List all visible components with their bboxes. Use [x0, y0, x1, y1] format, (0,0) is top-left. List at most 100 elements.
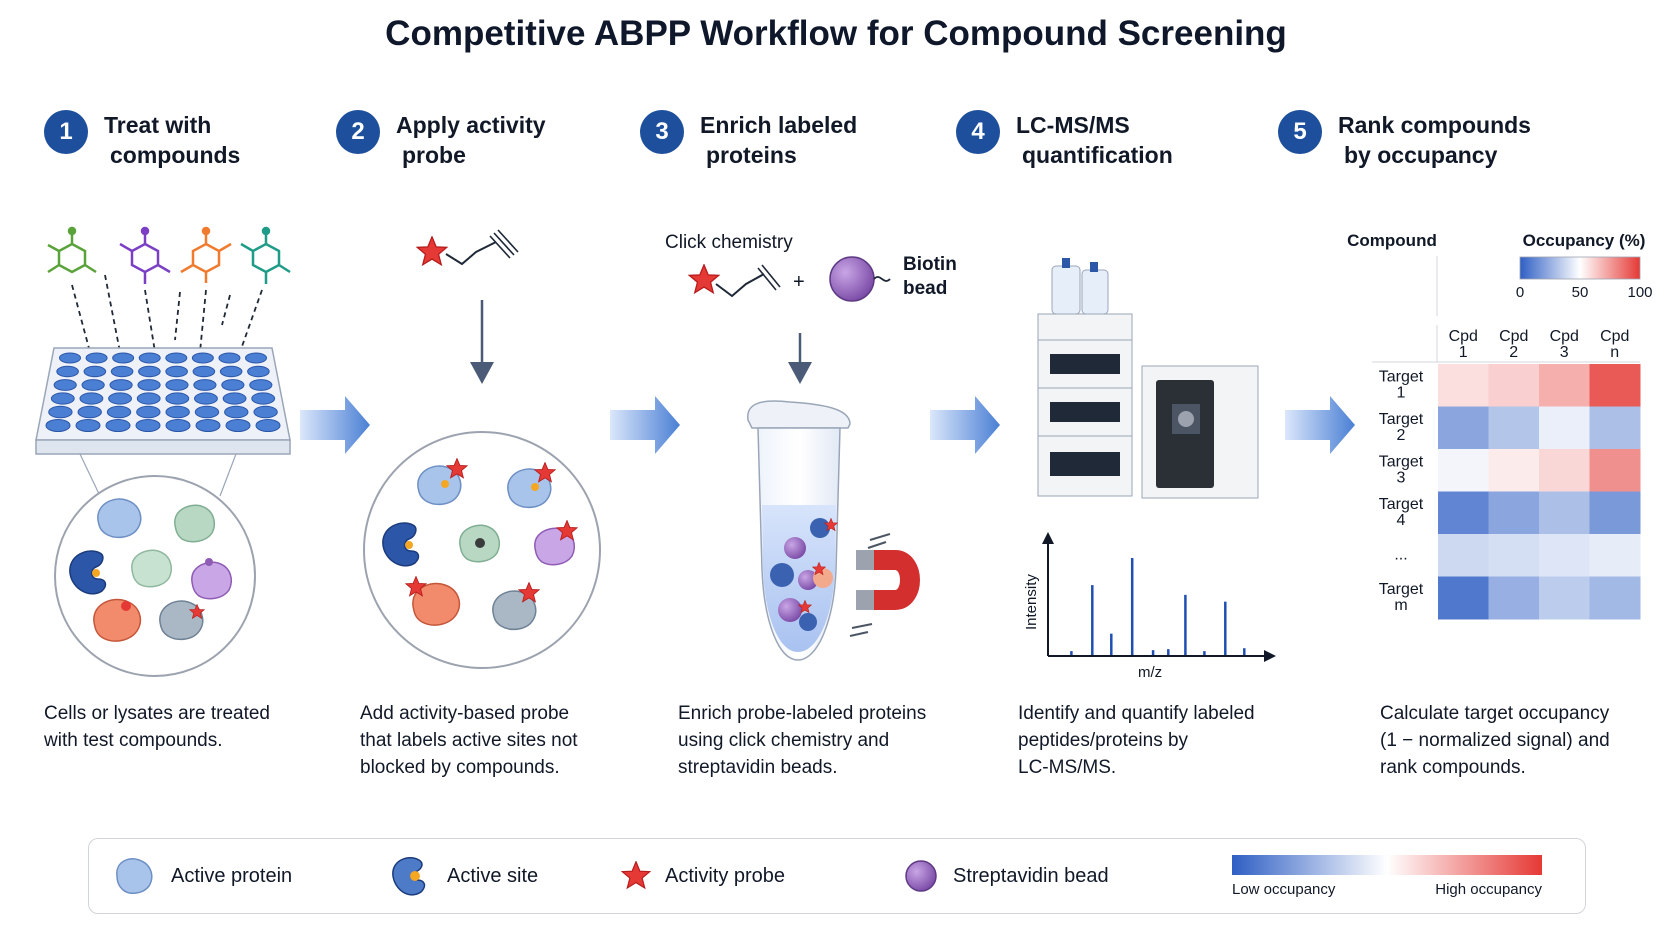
heatmap-cell: [1438, 449, 1489, 492]
heatmap-cell: [1438, 406, 1489, 450]
legend-gradient-bar: [1232, 855, 1542, 875]
legend-occupancy-scale: Low occupancy High occupancy: [1232, 855, 1542, 898]
well: [253, 405, 278, 419]
well: [222, 392, 247, 405]
step-3-badge: 3: [640, 110, 684, 154]
well: [218, 352, 241, 364]
compound-green-icon: [47, 226, 97, 274]
heatmap-cell: [1539, 534, 1590, 577]
scale-tick-0: 0: [1516, 284, 1524, 301]
heatmap-cell: [1589, 576, 1641, 620]
plus-sign: +: [793, 271, 805, 293]
streptavidin-bead-icon: [905, 860, 937, 892]
heatmap-cell: [1488, 534, 1540, 577]
compound-purple-icon: [119, 226, 171, 284]
heatmap-cell: [1488, 449, 1540, 492]
well: [105, 419, 131, 432]
well: [224, 405, 249, 419]
well: [191, 352, 214, 364]
well: [112, 352, 135, 364]
activity-probe-star-icon: [621, 861, 651, 890]
bead-label: bead: [903, 278, 947, 299]
heatmap-row-label: 4: [1397, 512, 1406, 529]
flow-arrow-3: [930, 396, 1000, 454]
spectrum-ylabel: Intensity: [1023, 574, 1040, 630]
heatmap-row-label: 1: [1397, 384, 1406, 401]
well: [53, 379, 77, 391]
well: [165, 352, 188, 364]
well: [165, 365, 188, 378]
click-chemistry-label: Click chemistry: [665, 232, 793, 253]
active-protein-icon: [174, 504, 215, 543]
well: [165, 392, 190, 405]
heatmap-cell: [1539, 491, 1590, 535]
mass-spectrum: Intensity m/z: [1023, 532, 1276, 681]
spectrum-xlabel: m/z: [1138, 664, 1162, 681]
well: [77, 405, 102, 419]
scale-tick-100: 100: [1627, 284, 1652, 301]
legend-label-streptavidin-bead: Streptavidin bead: [953, 864, 1109, 887]
legend-item-streptavidin-bead: Streptavidin bead: [903, 839, 1109, 913]
occupancy-heatmap: Compound Occupancy (%) 0 50 100 Cpd1Cpd2…: [1347, 231, 1653, 620]
biotin-label: Biotin: [903, 254, 957, 275]
heatmap-cell: [1539, 449, 1590, 492]
occupancy-scale-bar: [1519, 256, 1641, 280]
well: [106, 405, 132, 419]
well: [255, 419, 281, 432]
flow-arrow-2: [610, 396, 680, 454]
heatmap-cell: [1438, 576, 1489, 620]
legend-item-active-protein: Active protein: [113, 839, 292, 913]
activity-probe-icon: [416, 229, 519, 266]
well: [75, 419, 101, 432]
well: [138, 365, 161, 378]
step-5-description: Calculate target occupancy(1 − normalize…: [1380, 703, 1610, 778]
well: [194, 405, 220, 419]
flow-arrow-1: [300, 396, 370, 454]
well: [194, 392, 218, 405]
heatmap-col-label: Cpd: [1550, 328, 1579, 345]
legend-label-active-site: Active site: [447, 864, 539, 887]
heatmap-cell: [1488, 364, 1540, 407]
well: [249, 379, 273, 391]
heatmap-row-label: 3: [1397, 469, 1406, 486]
heatmap-cell: [1438, 534, 1489, 577]
well: [221, 379, 245, 391]
legend-item-activity-probe: Activity probe: [621, 839, 785, 913]
heatmap-cell: [1438, 491, 1489, 535]
well: [192, 365, 216, 378]
compound-structures: [47, 226, 291, 353]
active-protein-icon: [191, 558, 232, 600]
heatmap-cell: [1539, 406, 1590, 450]
well: [193, 379, 217, 391]
well: [110, 365, 134, 378]
well: [136, 405, 161, 419]
heatmap-cell: [1589, 406, 1641, 450]
legend-low-label: Low occupancy: [1232, 881, 1336, 898]
heatmap-row-label: m: [1394, 597, 1407, 614]
well: [219, 365, 243, 378]
well: [247, 365, 270, 378]
biotin-bead-icon: [829, 256, 891, 302]
well: [165, 379, 189, 391]
heatmap-cell: [1488, 491, 1540, 535]
well: [59, 352, 81, 364]
well: [138, 352, 161, 364]
heatmap-cell: [1488, 576, 1540, 620]
legend-label-active-protein: Active protein: [171, 864, 293, 887]
well: [225, 419, 251, 432]
well: [245, 352, 267, 364]
active-protein-icon: [131, 549, 172, 588]
down-arrow-step3: [788, 333, 812, 384]
step-4-badge: 4: [956, 110, 1000, 154]
lc-ms-instrument: [1037, 258, 1259, 499]
heatmap-cell: [1539, 576, 1590, 620]
occupancy-header: Occupancy (%): [1523, 231, 1646, 250]
legend: Active protein Active site Activity prob…: [88, 838, 1586, 914]
